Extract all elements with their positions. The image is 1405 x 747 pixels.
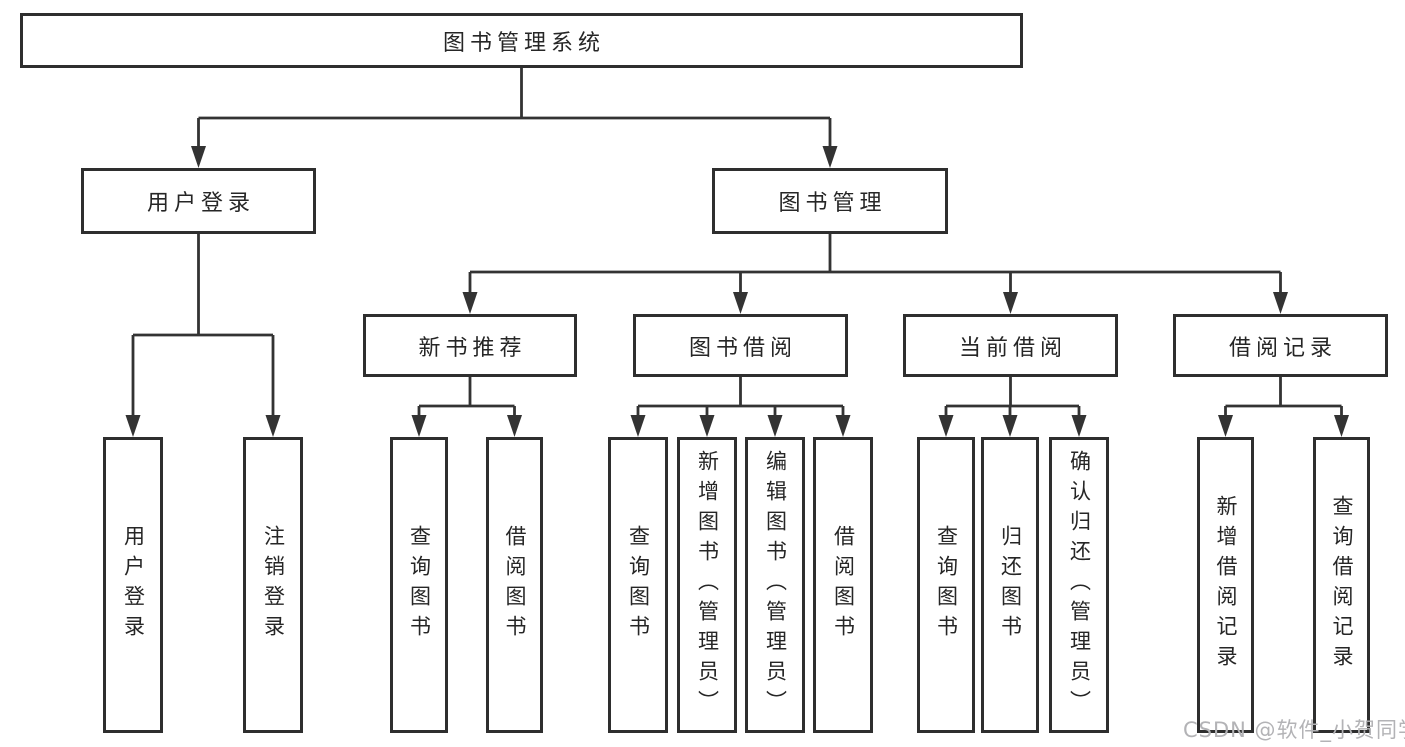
leaf-return-book: 归还图书 <box>981 437 1039 733</box>
leaf-label: 用户登录 <box>121 525 146 645</box>
leaf-label: 查询图书 <box>934 525 959 645</box>
node-borrowing-records: 借阅记录 <box>1173 314 1388 377</box>
leaf-query-books-current: 查询图书 <box>917 437 975 733</box>
leaf-confirm-return-admin: 确认归还（管理员） <box>1049 437 1109 733</box>
leaf-borrow-books-borrowing: 借阅图书 <box>813 437 873 733</box>
leaf-label: 查询图书 <box>407 525 432 645</box>
leaf-borrow-books-recommend: 借阅图书 <box>486 437 543 733</box>
leaf-label: 借阅图书 <box>503 525 527 645</box>
leaf-query-books-recommend: 查询图书 <box>390 437 448 733</box>
node-current-borrowing: 当前借阅 <box>903 314 1118 377</box>
connector-edges <box>131 68 1343 430</box>
node-library-management-system: 图书管理系统 <box>20 13 1023 68</box>
leaf-label: 归还图书 <box>998 525 1023 645</box>
leaf-label: 查询图书 <box>626 525 651 645</box>
leaf-label: 确认归还（管理员） <box>1067 450 1092 720</box>
node-new-book-recommend: 新书推荐 <box>363 314 577 377</box>
leaf-label: 编辑图书（管理员） <box>763 450 788 720</box>
leaf-label: 查询借阅记录 <box>1330 495 1354 675</box>
leaf-label: 借阅图书 <box>831 525 856 645</box>
leaf-label: 新增借阅记录 <box>1214 495 1238 675</box>
leaf-add-book-admin: 新增图书（管理员） <box>677 437 737 733</box>
leaf-edit-book-admin: 编辑图书（管理员） <box>745 437 805 733</box>
node-book-management: 图书管理 <box>712 168 948 234</box>
leaf-user-login: 用户登录 <box>103 437 163 733</box>
leaf-query-borrow-record: 查询借阅记录 <box>1313 437 1370 733</box>
leaf-label: 新增图书（管理员） <box>695 450 720 720</box>
node-book-borrowing: 图书借阅 <box>633 314 848 377</box>
leaf-logout: 注销登录 <box>243 437 303 733</box>
leaf-add-borrow-record: 新增借阅记录 <box>1197 437 1254 733</box>
arrowheads <box>125 146 1349 437</box>
csdn-watermark: CSDN @软件_小贺同学 <box>1183 718 1405 742</box>
leaf-query-books-borrowing: 查询图书 <box>608 437 668 733</box>
node-user-login: 用户登录 <box>81 168 316 234</box>
leaf-label: 注销登录 <box>261 525 286 645</box>
